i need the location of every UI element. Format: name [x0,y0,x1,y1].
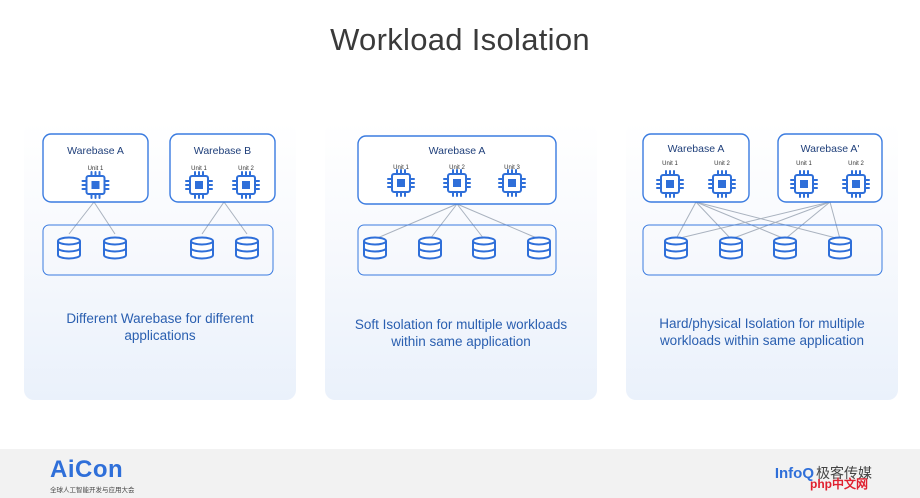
panel-caption: Hard/physical Isolation for multiple wor… [636,315,888,349]
infoq-logo-word: InfoQ [774,465,814,482]
panel-hard-isolation: Warebase A Unit 1 Unit 2 Warebase A' Uni… [626,122,898,400]
connector-lines [374,203,540,240]
database-icon [773,236,797,260]
unit-label: Unit 1 [662,161,678,167]
caption-line: within same application [391,334,531,349]
aicon-logo-subtitle: 全球人工智能开发与应用大会 [50,487,135,494]
panel-caption: Different Warebase for different applica… [34,310,286,344]
panel-caption: Soft Isolation for multiple workloads wi… [335,316,587,350]
cpu-chip-icon [498,169,526,197]
cpu-chip-icon [81,171,110,199]
warebase-box [42,133,149,203]
unit-label: Unit 1 [393,165,409,171]
watermark: php中文网 [810,477,868,491]
database-icon [527,236,551,260]
storage-pool [357,224,557,276]
unit-label: Unit 2 [238,166,254,172]
cpu-chip-icon [842,170,870,198]
database-icon [103,236,127,260]
database-icon [235,236,259,260]
unit-label: Unit 2 [848,161,864,167]
connector-lines [68,201,248,235]
cpu-chip-icon [185,171,213,199]
storage-pool [42,224,274,276]
infoq-logo-cn: 极客传媒 [816,465,872,481]
storage-pool [642,224,883,276]
cpu-chip-icon [232,171,260,199]
database-icon [664,236,688,260]
diagram-different-warebase: Warebase A Unit 1 Warebase B Unit 1 Unit… [42,133,276,276]
warebase-label: Warebase A [429,145,486,157]
database-icon [363,236,387,260]
aicon-logo: AiCon 全球人工智能开发与应用大会 [50,456,135,495]
cpu-chip-icon [656,170,684,198]
unit-label: Unit 2 [449,165,465,171]
cpu-chip-icon [708,170,736,198]
database-icon [57,236,81,260]
database-icon [190,236,214,260]
warebase-label: Warebase A [67,145,124,157]
database-icon [719,236,743,260]
caption-line: applications [124,328,196,343]
cpu-chip-icon [790,170,818,198]
unit-label: Unit 1 [191,166,207,172]
page-title: Workload Isolation [330,22,590,57]
cpu-chip-icon [443,169,471,197]
unit-label: Unit 3 [504,165,520,171]
caption-line: Soft Isolation for multiple workloads [354,317,568,332]
caption-line: workloads within same application [659,333,865,348]
warebase-label: Warebase A' [801,143,860,155]
caption-line: Hard/physical Isolation for multiple [659,316,865,331]
cpu-chip-icon [387,169,415,197]
unit-label: Unit 2 [714,161,730,167]
unit-label: Unit 1 [88,166,104,172]
panel-different-warebase: Warebase A Unit 1 Warebase B Unit 1 Unit… [24,122,296,400]
warebase-label: Warebase B [194,145,251,157]
unit-label: Unit 1 [796,161,812,167]
panel-soft-isolation: Warebase A Unit 1 Unit 2 Unit 3 Soft Iso… [325,122,597,400]
diagram-soft-isolation: Warebase A Unit 1 Unit 2 Unit 3 [357,135,557,276]
warebase-label: Warebase A [668,143,725,155]
connector-lines [675,201,841,240]
aicon-logo-word: AiCon [50,456,124,483]
database-icon [418,236,442,260]
database-icon [472,236,496,260]
caption-line: Different Warebase for different [66,311,254,326]
database-icon [828,236,852,260]
diagram-hard-isolation: Warebase A Unit 1 Unit 2 Warebase A' Uni… [642,133,883,276]
